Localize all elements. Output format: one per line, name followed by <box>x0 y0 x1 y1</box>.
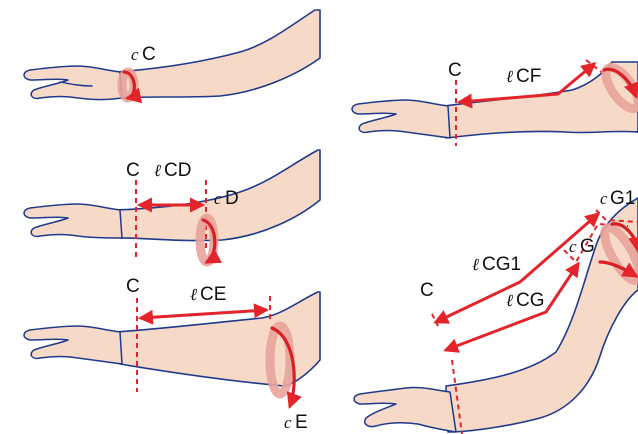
hand-shape <box>352 100 450 138</box>
circ-prefix: c <box>284 413 292 432</box>
panel-wrist-circumference: c C <box>24 10 320 100</box>
point-c-label: C <box>126 276 140 297</box>
point-c-label: C <box>420 280 434 301</box>
hand-shape <box>24 204 122 238</box>
panel-full-arm-length: C ℓ CG1 ℓ CG c G1 c G <box>354 188 638 434</box>
circ2-prefix: c <box>569 237 577 256</box>
panel-elbow-circumference: C ℓ CE c E <box>24 276 320 433</box>
hand-shape <box>354 387 456 432</box>
circ-prefix: c <box>131 45 139 64</box>
point-c-label: C <box>126 160 140 181</box>
circ-label-g: G <box>580 236 595 257</box>
len-prefix: ℓ <box>154 161 161 180</box>
len-cg-label: CG <box>516 290 545 311</box>
circ-label-e: E <box>295 412 308 433</box>
len1-prefix: ℓ <box>472 255 479 274</box>
panel-upper-arm-length: C ℓ CF <box>352 60 638 146</box>
length-ce-arrow <box>141 310 266 318</box>
point-c-label: C <box>448 60 462 81</box>
hand-shape <box>24 326 122 364</box>
len2-prefix: ℓ <box>506 291 513 310</box>
circ1-prefix: c <box>600 189 608 208</box>
circ-label-c: C <box>142 44 156 65</box>
circ-label-g1: G1 <box>610 188 635 209</box>
len-cf-label: CF <box>516 66 541 87</box>
len-prefix: ℓ <box>190 285 197 304</box>
len-ce-label: CE <box>200 284 226 305</box>
circ-prefix: c <box>214 189 222 208</box>
len-cd-label: CD <box>164 160 191 181</box>
circ-label-d: D <box>225 188 239 209</box>
panel-forearm-mid-circumference: C ℓ CD c D <box>24 150 320 262</box>
hand-shape <box>24 66 122 100</box>
len-prefix: ℓ <box>506 67 513 86</box>
len-cg1-label: CG1 <box>482 254 521 275</box>
